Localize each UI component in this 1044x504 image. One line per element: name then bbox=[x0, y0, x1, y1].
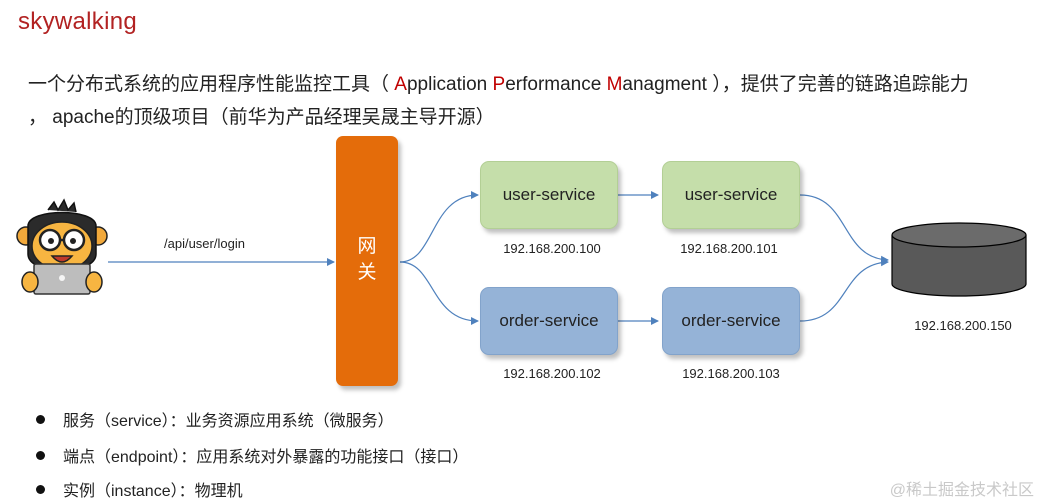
gateway-label-char-2: 关 bbox=[357, 262, 377, 283]
ip-user-service-2: 192.168.200.101 bbox=[680, 241, 778, 256]
bullet-dot-icon bbox=[36, 451, 45, 461]
order-service-box-1: order-service bbox=[480, 287, 618, 355]
bullet-dot-icon bbox=[36, 415, 45, 425]
arrow-order-service-to-db bbox=[799, 258, 889, 322]
list-item: 端点（endpoint）：应用系统对外暴露的功能接口（接口） bbox=[36, 446, 468, 470]
arrow-gateway-to-user-service bbox=[399, 191, 479, 263]
route-label: /api/user/login bbox=[164, 236, 245, 251]
monkey-mascot-icon bbox=[16, 198, 108, 295]
list-item: 服务（service）：业务资源应用系统（微服务） bbox=[36, 410, 394, 434]
ip-order-service-2: 192.168.200.103 bbox=[682, 366, 780, 381]
list-item-text: 服务（service）：业务资源应用系统（微服务） bbox=[63, 413, 394, 430]
apm-letter-a: A bbox=[394, 74, 407, 95]
gateway-label: 网 关 bbox=[336, 234, 398, 286]
arrow-user-service-to-db bbox=[799, 194, 889, 264]
user-service-box-1: user-service bbox=[480, 161, 618, 229]
intro-line1-end: ），提供了完善的链路追踪能力 bbox=[706, 74, 969, 95]
watermark: @稀土掘金技术社区 bbox=[889, 482, 1034, 499]
database-cylinder-icon bbox=[891, 222, 1027, 297]
ip-database: 192.168.200.150 bbox=[914, 318, 1012, 333]
apm-letter-m: M bbox=[606, 74, 623, 95]
gateway-label-char-1: 网 bbox=[357, 236, 377, 257]
apm-letter-p: P bbox=[492, 74, 506, 95]
page-title: skywalking bbox=[18, 8, 138, 35]
intro-text: 一个分布式系统的应用程序性能监控工具（ Application Performa… bbox=[28, 68, 1038, 134]
user-service-box-2: user-service bbox=[662, 161, 800, 229]
arrow-gateway-to-order-service bbox=[399, 261, 479, 325]
gateway-box: 网 关 bbox=[336, 136, 398, 386]
bullet-dot-icon bbox=[36, 485, 45, 495]
list-item: 实例（instance）：物理机 bbox=[36, 480, 243, 504]
ip-user-service-1: 192.168.200.100 bbox=[503, 241, 601, 256]
service-label: user-service bbox=[684, 185, 778, 204]
service-label: user-service bbox=[502, 185, 596, 204]
service-label: order-service bbox=[499, 311, 599, 330]
apm-word-application: pplication bbox=[406, 74, 493, 95]
list-item-text: 实例（instance）：物理机 bbox=[63, 483, 243, 500]
order-service-box-2: order-service bbox=[662, 287, 800, 355]
list-item-text: 端点（endpoint）：应用系统对外暴露的功能接口（接口） bbox=[63, 449, 469, 466]
intro-line-2: ， apache的顶级项目（前华为产品经理吴晟主导开源） bbox=[28, 107, 495, 128]
apm-word-performance: erformance bbox=[505, 74, 607, 95]
apm-word-managment: anagment bbox=[622, 74, 707, 95]
intro-line-1: 一个分布式系统的应用程序性能监控工具（ Application Performa… bbox=[28, 68, 1038, 101]
service-label: order-service bbox=[681, 311, 781, 330]
intro-line1-start: 一个分布式系统的应用程序性能监控工具（ bbox=[28, 74, 395, 95]
ip-order-service-1: 192.168.200.102 bbox=[503, 366, 601, 381]
